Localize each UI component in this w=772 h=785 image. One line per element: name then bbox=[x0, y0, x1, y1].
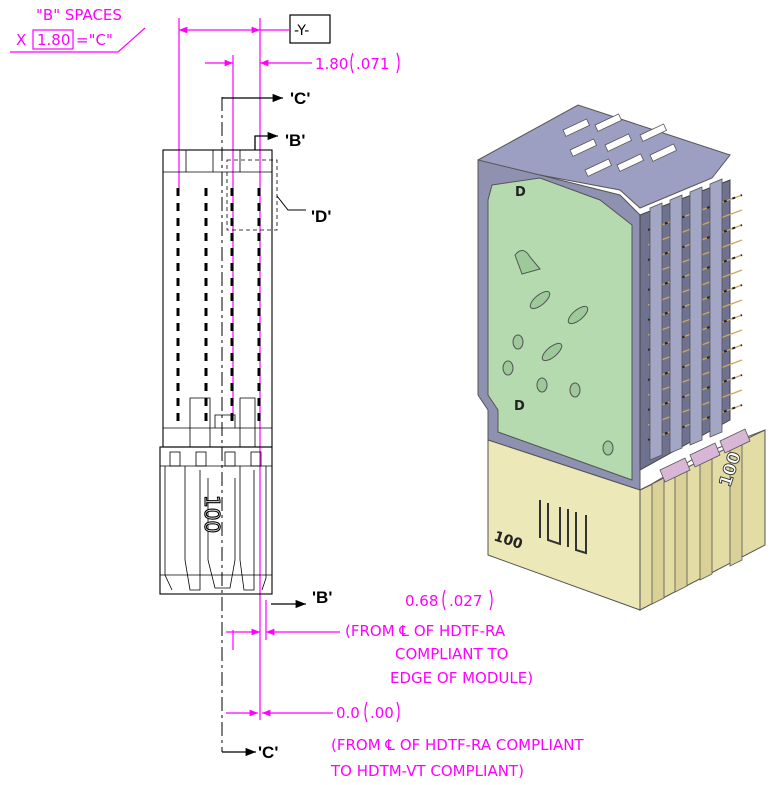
b-spaces-suffix: ="C" bbox=[76, 31, 113, 49]
section-b-top-arrow bbox=[254, 131, 278, 150]
section-b-bottom-label: 'B' bbox=[312, 588, 332, 607]
b-spaces-leader bbox=[10, 27, 146, 53]
zero-mm: 0.0 bbox=[336, 704, 360, 722]
detail-d-leader bbox=[276, 195, 306, 211]
zero-inch: .00 bbox=[370, 704, 394, 722]
bracket-open bbox=[442, 589, 446, 611]
edge-inch: .027 bbox=[449, 592, 482, 610]
y-datum-label: -Y- bbox=[294, 23, 309, 39]
detail-d-label: 'D' bbox=[311, 207, 331, 226]
side-view-part-number: 100 bbox=[200, 495, 224, 533]
edge-note-line2: COMPLIANT TO bbox=[395, 645, 508, 663]
bracket-close bbox=[489, 589, 493, 611]
zero-note-line1: (FROM ℄ OF HDTF-RA COMPLIANT bbox=[331, 736, 584, 754]
edge-mm: 0.68 bbox=[405, 592, 438, 610]
b-spaces-box bbox=[32, 29, 74, 50]
zero-note-line2: TO HDTM-VT COMPLIANT) bbox=[330, 762, 524, 780]
b-spaces-label: "B" SPACES bbox=[36, 6, 122, 24]
pitch-inch: .071 bbox=[356, 55, 389, 73]
b-spaces-callout: "B" SPACES X 1.80 ="C" bbox=[10, 6, 146, 53]
bracket-open bbox=[350, 52, 354, 74]
b-spaces-value: 1.80 bbox=[37, 31, 70, 49]
manufacturer-logo-icon bbox=[539, 500, 587, 555]
section-line-c: 'C' 'C' bbox=[221, 89, 310, 762]
iso-d-lower: D bbox=[514, 399, 525, 414]
edge-note-line3: EDGE OF MODULE) bbox=[390, 669, 533, 687]
pitch-mm: 1.80 bbox=[315, 55, 348, 73]
edge-note-line1: (FROM ℄ OF HDTF-RA bbox=[345, 622, 506, 640]
section-line-b: 'B' 'B' bbox=[254, 131, 332, 609]
bracket-close bbox=[396, 52, 400, 74]
zero-dimension: 0.0 .00 (FROM ℄ OF HDTF-RA COMPLIANT TO … bbox=[226, 701, 584, 780]
lower-base bbox=[159, 446, 273, 595]
base-slot bbox=[207, 478, 236, 589]
section-c-bottom-label: 'C' bbox=[258, 743, 278, 762]
section-b-top-label: 'B' bbox=[285, 131, 305, 150]
isometric-view: D D bbox=[477, 104, 766, 611]
section-c-top-label: 'C' bbox=[290, 89, 310, 108]
detail-d-boundary bbox=[226, 159, 278, 231]
bracket-open bbox=[364, 701, 368, 723]
edge-dimension: 0.68 .027 (FROM ℄ OF HDTF-RA COMPLIANT T… bbox=[226, 589, 533, 687]
y-datum: -Y- bbox=[289, 14, 331, 44]
iso-d-upper: D bbox=[515, 185, 526, 200]
side-view: 'D' 100 bbox=[159, 149, 331, 595]
bracket-close bbox=[396, 701, 400, 723]
ground-plate bbox=[487, 177, 633, 481]
y-datum-box bbox=[289, 14, 331, 44]
pitch-dimension: 1.80 .071 bbox=[178, 18, 400, 720]
b-spaces-prefix: X bbox=[16, 31, 26, 49]
